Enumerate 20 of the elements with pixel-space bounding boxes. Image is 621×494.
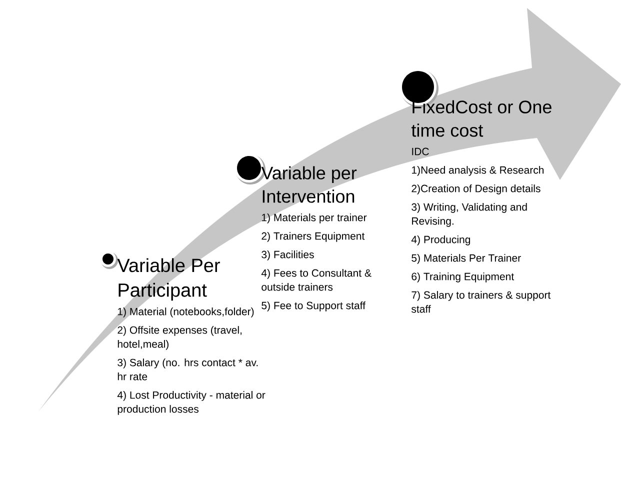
list-item: 1) Material (notebooks,folder) <box>118 308 254 318</box>
heading: Variable per Intervention <box>261 166 357 203</box>
heading: FixedCost or One time cost <box>411 100 552 137</box>
list-item: 5) Fee to Support staff <box>262 302 366 312</box>
list-item: 1) Materials per trainer <box>262 214 367 224</box>
heading: Variable Per Participant <box>117 258 220 301</box>
list-item: 2) Offsite expenses (travel, hotel,meal) <box>118 326 242 350</box>
list-item: 4) Lost Productivity - material or production losses <box>117 391 266 415</box>
list-item: 5) Materials Per Trainer <box>412 254 521 264</box>
list-item: 3) Writing, Validating and Revising. <box>412 203 527 227</box>
list-item: 2)Creation of Design details <box>412 184 540 194</box>
list-item: 2) Trainers Equipment <box>262 232 365 242</box>
list-item: 3) Salary (no. hrs contact * av. hr rate <box>118 358 258 380</box>
list-item: 4) Producing <box>411 236 470 246</box>
list-item: 3) Facilities <box>262 250 314 260</box>
list-item: 7) Salary to trainers & support staff <box>412 291 551 313</box>
list-item: 4) Fees to Consultant & outside trainers <box>261 269 372 291</box>
list-item: 1)Need analysis & Research <box>412 166 544 176</box>
list-item: IDC <box>412 148 429 156</box>
list-item: 6) Training Equipment <box>412 272 514 282</box>
